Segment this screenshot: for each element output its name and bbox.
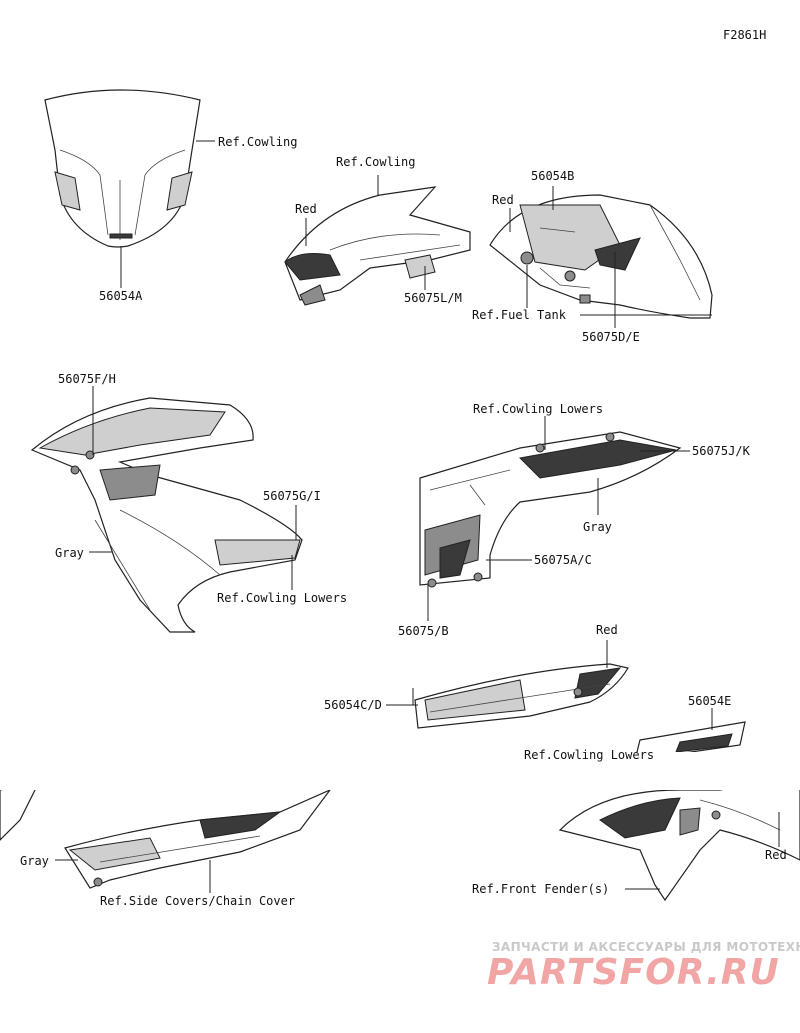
side-cover-part — [0, 779, 332, 889]
right-lower-cowl-part — [419, 431, 682, 588]
watermark-logo: PARTSFOR.RU — [487, 952, 780, 993]
label-56075JK: 56075J/K — [692, 444, 750, 458]
label-56075GI: 56075G/I — [263, 489, 321, 503]
label-ref-cowling-lowers-right: Ref.Cowling Lowers — [473, 402, 604, 416]
label-ref-cowling-lowers-bottom: Ref.Cowling Lowers — [524, 748, 655, 762]
label-red-lower: Red — [596, 623, 618, 637]
label-red-cowl: Red — [295, 202, 317, 216]
decal-56054E-part — [634, 721, 746, 761]
label-56054CD: 56054C/D — [324, 698, 382, 712]
watermark-tagline: ЗАПЧАСТИ И АКСЕССУАРЫ ДЛЯ МОТОТЕХНИКИ — [492, 940, 800, 954]
label-56054E: 56054E — [688, 694, 732, 708]
fuel-tank-part — [489, 194, 713, 319]
label-56054A: 56054A — [99, 289, 143, 303]
label-56054B: 56054B — [531, 169, 575, 183]
label-ref-cowling-lowers-left: Ref.Cowling Lowers — [217, 591, 348, 605]
label-ref-side-covers: Ref.Side Covers/Chain Cover — [100, 894, 296, 908]
label-ref-cowling-mid: Ref.Cowling — [336, 155, 416, 169]
label-ref-cowling-top: Ref.Cowling — [218, 135, 298, 149]
windscreen-part — [44, 89, 201, 248]
label-56075B: 56075/B — [398, 624, 449, 638]
figure-code: F2861H — [723, 28, 767, 42]
front-fender-part — [558, 767, 800, 902]
label-gray-right: Gray — [583, 520, 612, 534]
label-gray-left: Gray — [55, 546, 84, 560]
label-ref-fuel-tank: Ref.Fuel Tank — [472, 308, 566, 322]
label-56075AC: 56075A/C — [534, 553, 592, 567]
label-gray-bottom: Gray — [20, 854, 49, 868]
label-56075FH: 56075F/H — [58, 372, 116, 386]
label-red-tank: Red — [492, 193, 514, 207]
label-56075LM: 56075L/M — [404, 291, 462, 305]
label-56075DE: 56075D/E — [582, 330, 640, 344]
label-red-fender: Red — [765, 848, 787, 862]
render-glitch-band — [0, 752, 800, 790]
belly-pan-part — [414, 663, 629, 729]
label-ref-front-fender: Ref.Front Fender(s) — [472, 882, 610, 896]
upper-cowl-part — [284, 186, 471, 306]
left-side-cowl-part — [30, 397, 303, 633]
